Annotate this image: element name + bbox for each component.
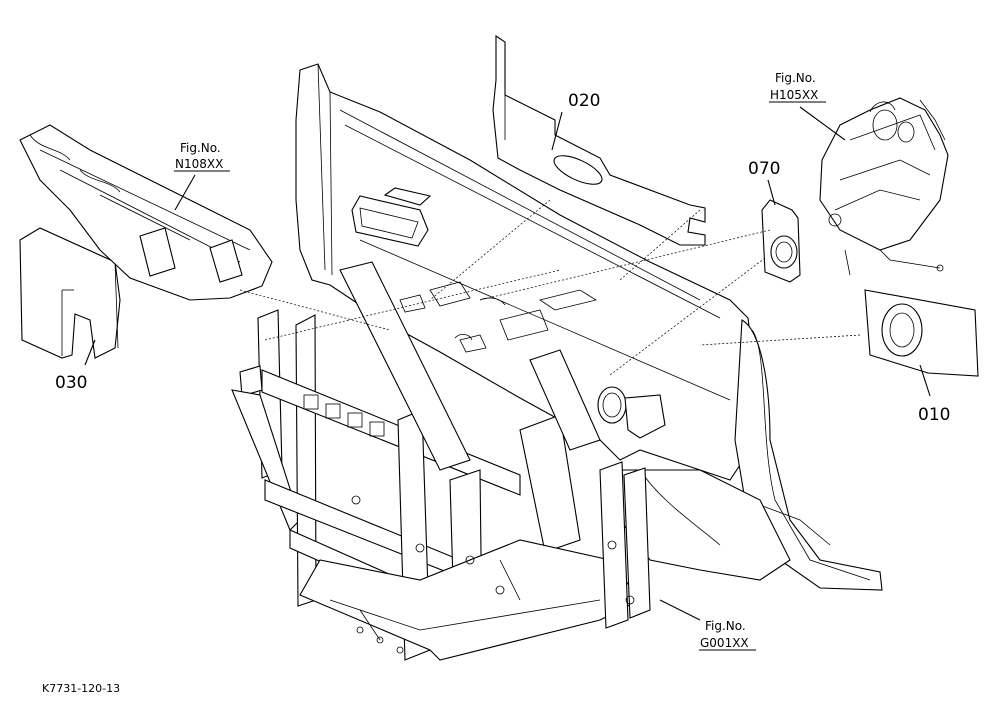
figure-reference-n108: Fig.No. N108XX — [174, 141, 230, 172]
part-010-plate — [864, 289, 979, 377]
figure-reference-h105: Fig.No. H105XX — [769, 71, 826, 103]
part-number-020: 020 — [568, 91, 600, 111]
figure-reference-g001: Fig.No. G001XX — [699, 619, 756, 651]
figure-label-h105: Fig.No. — [775, 71, 816, 85]
figure-label-n108: Fig.No. — [180, 141, 221, 155]
part-numbers: 020 030 070 010 — [55, 91, 950, 425]
assembly-n108xx — [19, 124, 273, 301]
lower-tube-frame — [231, 261, 651, 661]
part-030-plate — [19, 227, 121, 359]
part-number-070: 070 — [748, 159, 780, 179]
figure-code-h105: H105XX — [770, 88, 818, 102]
figure-code-g001: G001XX — [700, 636, 749, 650]
figure-label-g001: Fig.No. — [705, 619, 746, 633]
frame-square-holes — [303, 394, 385, 437]
part-020-plate — [492, 34, 706, 246]
assembly-h105xx — [819, 97, 949, 276]
assembly-guide-lines — [239, 199, 861, 376]
part-number-010: 010 — [918, 405, 950, 425]
part-number-030: 030 — [55, 373, 87, 393]
callout-leaders — [84, 106, 931, 621]
drawing-code: K7731-120-13 — [42, 682, 120, 695]
figure-code-n108: N108XX — [175, 157, 223, 171]
front-panel-frame — [295, 63, 883, 591]
part-070-plate — [761, 199, 801, 283]
